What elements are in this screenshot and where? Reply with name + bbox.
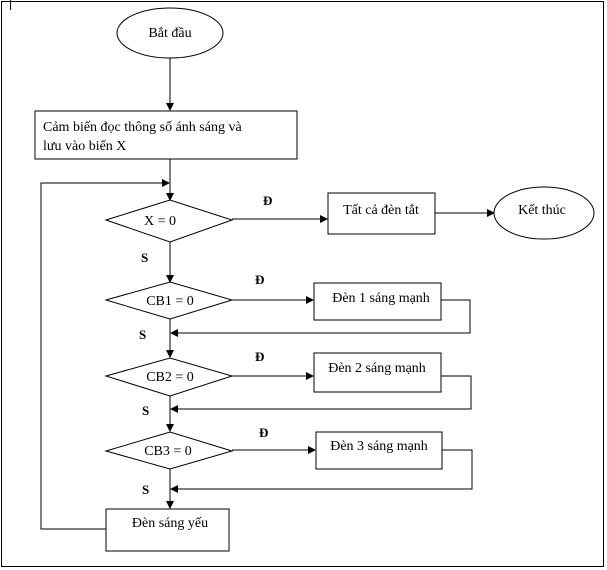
lamp2-strong-box [313, 352, 442, 393]
decision-x [104, 199, 234, 243]
lamps-weak-box [105, 508, 230, 552]
sensor-read-label-line2: lưu vào biến X [43, 139, 126, 154]
no-label-cb1: S [139, 327, 146, 342]
all-lamps-off-box [327, 192, 436, 235]
lamp3-strong-label: Đèn 3 sáng mạnh [330, 439, 428, 454]
yes-label-cb1: Đ [255, 272, 264, 287]
start-label: Bắt đầu [148, 26, 191, 41]
lamps-weak-label: Đèn sáng yếu [132, 516, 208, 531]
lamp1-strong-box [313, 282, 442, 321]
no-label-cb2: S [142, 403, 149, 418]
decision-cb3-label: CB3 = 0 [144, 444, 192, 459]
all-lamps-off-label: Tất cả đèn tắt [343, 203, 419, 218]
decision-x-label: X = 0 [144, 214, 176, 229]
arrow-lamp3-return [170, 449, 473, 493]
lamp1-strong-label: Đèn 1 sáng mạnh [332, 291, 430, 306]
arrow-loop-back [40, 179, 170, 530]
lamp3-strong-box [315, 431, 443, 470]
end-node [493, 186, 595, 240]
no-label-cb3: S [142, 482, 149, 497]
arrow-lamp1-return [170, 299, 471, 337]
sensor-read-label-line1: Cảm biến đọc thông số ánh sáng và [43, 120, 242, 135]
arrow-lamp2-return [170, 375, 472, 413]
no-label-x: S [141, 250, 148, 265]
text-cursor [10, 0, 11, 10]
sensor-read-box [34, 110, 298, 160]
decision-cb3 [104, 431, 234, 470]
decision-cb1-label: CB1 = 0 [146, 294, 194, 309]
yes-label-cb2: Đ [255, 349, 264, 364]
lamp2-strong-label: Đèn 2 sáng mạnh [328, 361, 426, 376]
yes-label-cb3: Đ [259, 425, 268, 440]
yes-label-x: Đ [263, 193, 272, 208]
decision-cb2-label: CB2 = 0 [146, 370, 194, 385]
end-label: Kết thúc [518, 203, 566, 218]
